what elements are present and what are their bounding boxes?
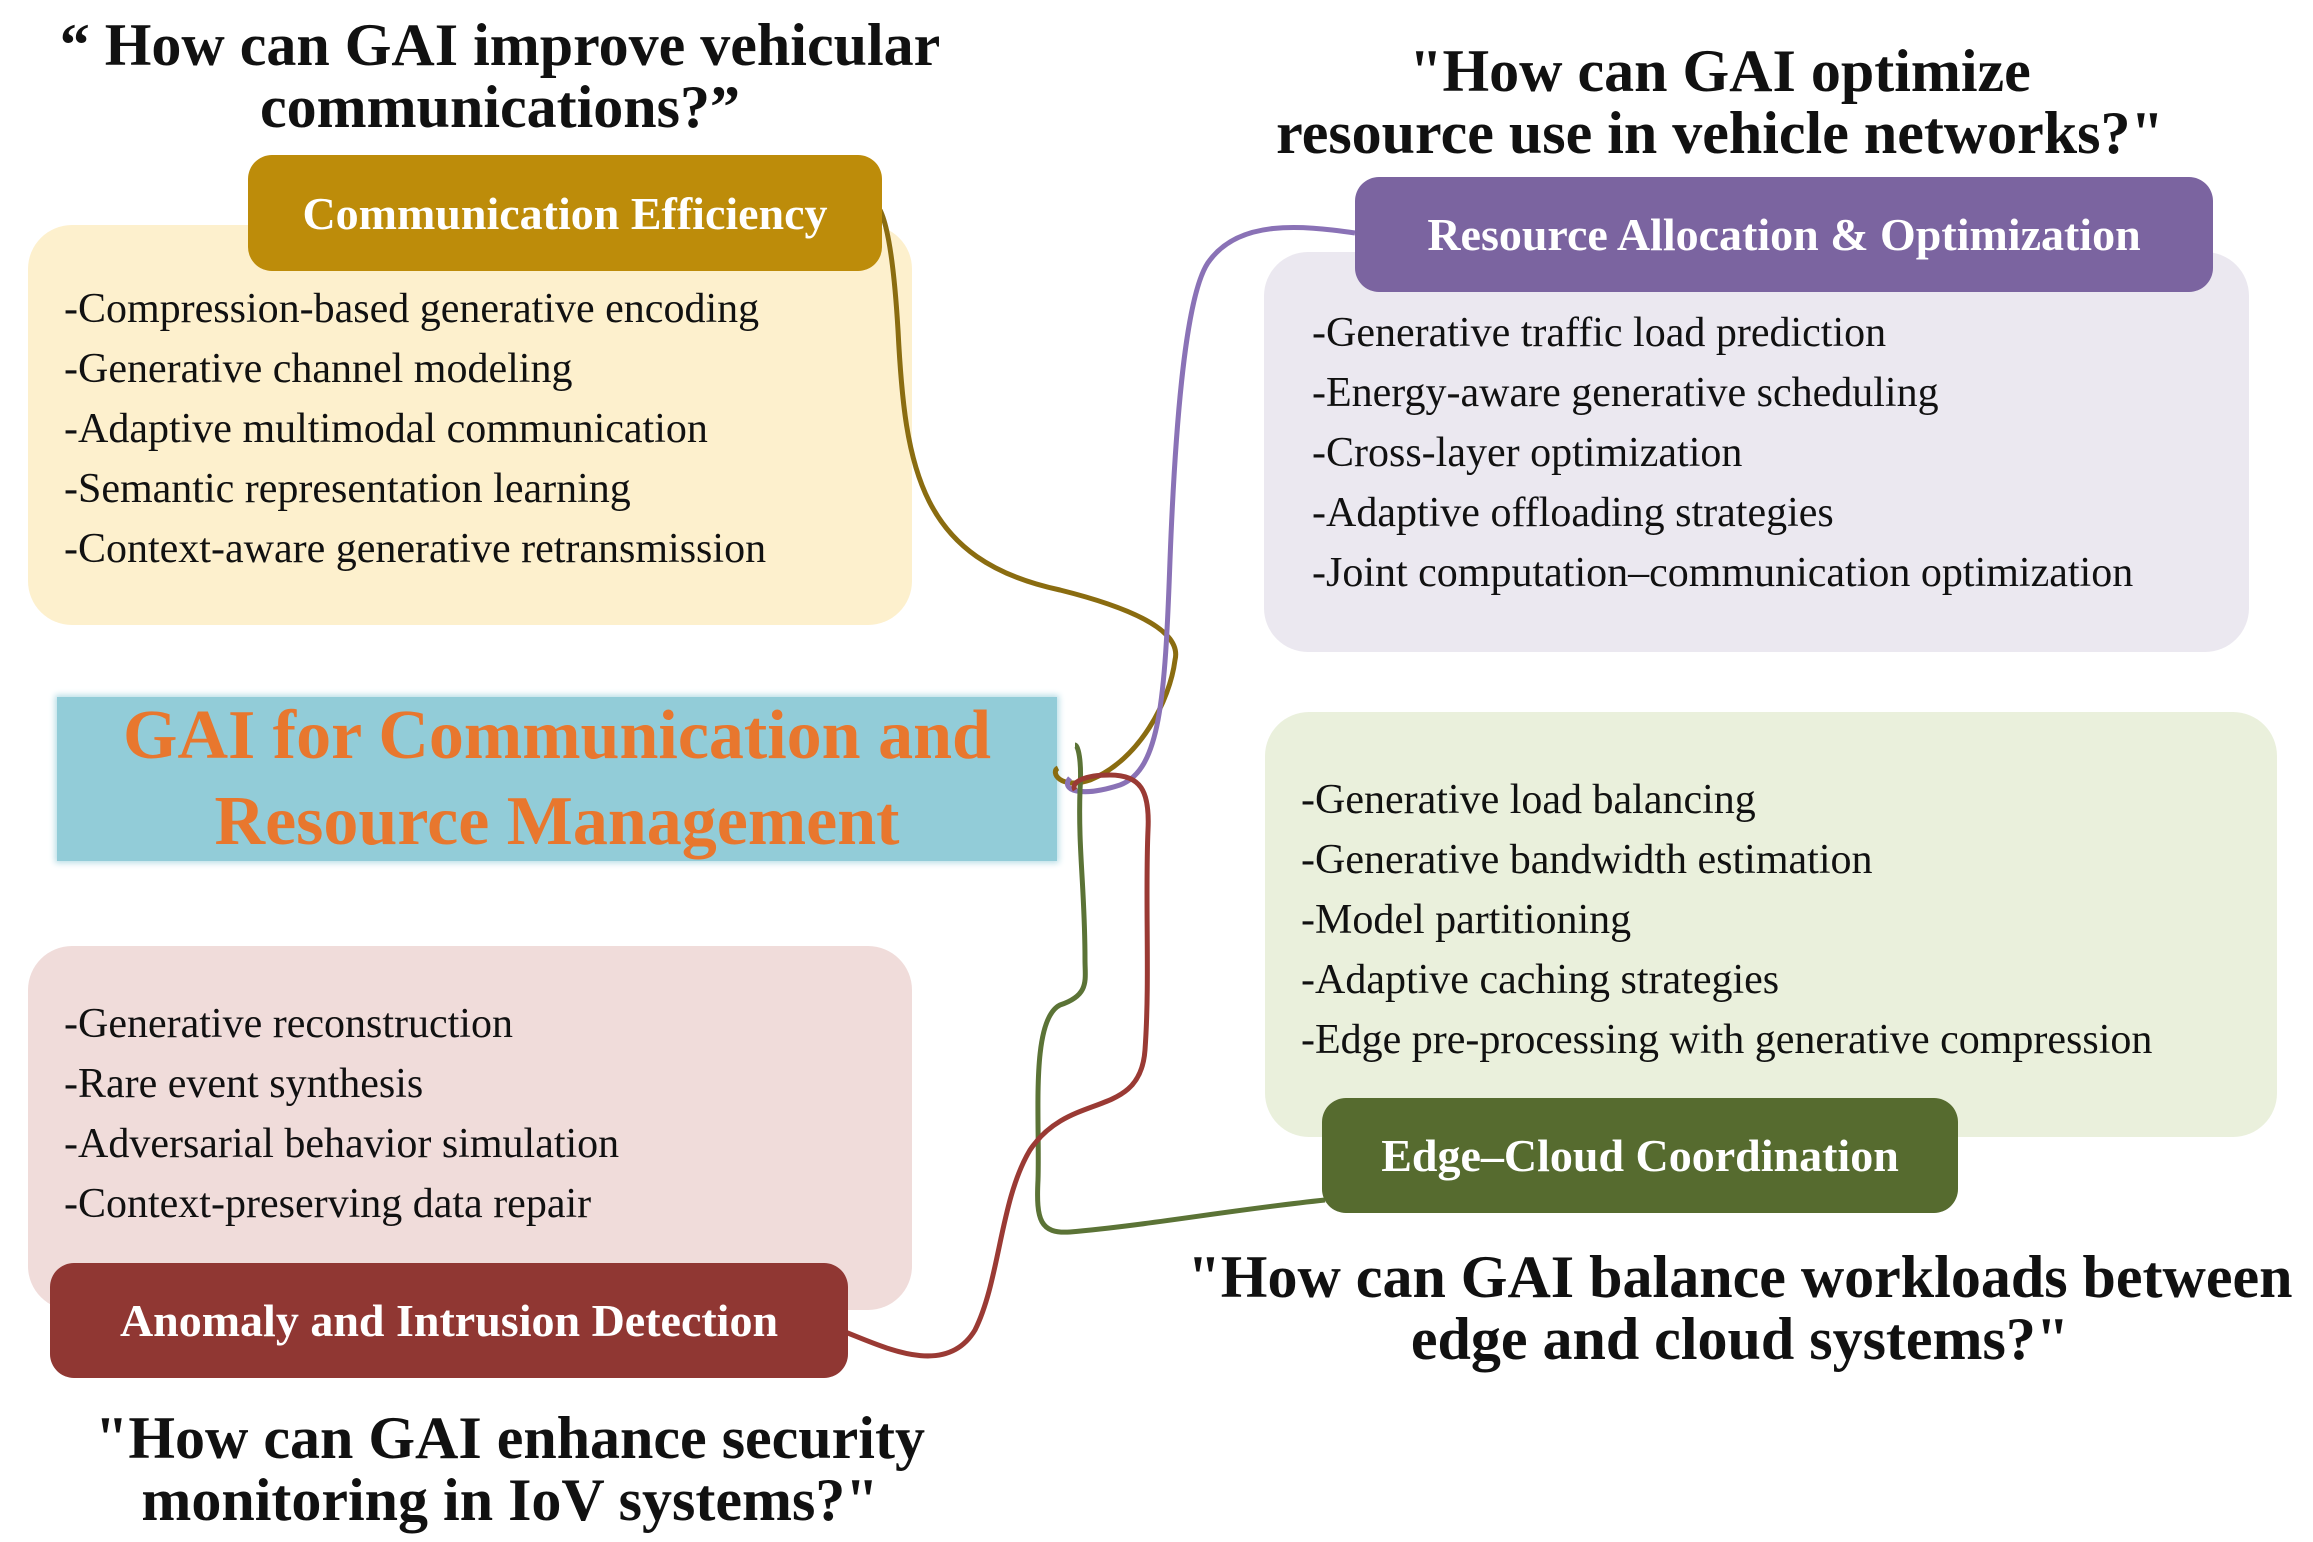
- list-item: -Adversarial behavior simulation: [64, 1121, 620, 1167]
- center-title-line2: Resource Management: [214, 783, 900, 860]
- question-edge: "How can GAI balance workloads between e…: [1180, 1246, 2300, 1370]
- question-resource-line1: "How can GAI optimize: [1409, 38, 2031, 104]
- question-resource: "How can GAI optimize resource use in ve…: [1220, 40, 2220, 164]
- list-item: -Generative reconstruction: [64, 1001, 513, 1047]
- list-item: -Generative traffic load prediction: [1312, 310, 1887, 356]
- list-item: -Adaptive multimodal communication: [64, 406, 708, 452]
- question-anomaly-line1: "How can GAI enhance security: [95, 1405, 925, 1471]
- pill-anomaly-detection: Anomaly and Intrusion Detection: [50, 1263, 848, 1378]
- pill-edge-cloud: Edge–Cloud Coordination: [1322, 1098, 1958, 1213]
- center-title-box: GAI for Communication and Resource Manag…: [57, 697, 1057, 861]
- list-item: -Adaptive caching strategies: [1301, 957, 1780, 1003]
- list-item: -Model partitioning: [1301, 897, 1632, 943]
- question-resource-line2: resource use in vehicle networks?": [1276, 100, 2164, 166]
- list-item: -Cross-layer optimization: [1312, 430, 1743, 476]
- list-item: -Adaptive offloading strategies: [1312, 490, 1834, 536]
- list-item: -Joint computation–communication optimiz…: [1312, 550, 2134, 596]
- list-resource: -Generative traffic load prediction -Ene…: [1312, 303, 2133, 603]
- list-anomaly: -Generative reconstruction -Rare event s…: [64, 994, 619, 1234]
- list-item: -Energy-aware generative scheduling: [1312, 370, 1939, 416]
- panel-edge: -Generative load balancing -Generative b…: [1265, 712, 2277, 1137]
- panel-resource: -Generative traffic load prediction -Ene…: [1264, 252, 2249, 652]
- pill-communication-efficiency: Communication Efficiency: [248, 155, 882, 271]
- panel-anomaly: -Generative reconstruction -Rare event s…: [28, 946, 912, 1310]
- list-item: -Generative channel modeling: [64, 346, 573, 392]
- list-item: -Edge pre-processing with generative com…: [1301, 1017, 2153, 1063]
- list-item: -Rare event synthesis: [64, 1061, 424, 1107]
- question-communication: “ How can GAI improve vehicular communic…: [20, 14, 980, 138]
- list-edge: -Generative load balancing -Generative b…: [1301, 770, 2152, 1070]
- question-communication-line2: communications?”: [260, 74, 740, 140]
- question-anomaly: "How can GAI enhance security monitoring…: [40, 1407, 980, 1531]
- list-item: -Context-preserving data repair: [64, 1181, 592, 1227]
- pill-resource-allocation: Resource Allocation & Optimization: [1355, 177, 2213, 292]
- panel-communication: -Compression-based generative encoding -…: [28, 225, 912, 625]
- list-communication: -Compression-based generative encoding -…: [64, 279, 766, 579]
- list-item: -Semantic representation learning: [64, 466, 631, 512]
- question-communication-line1: “ How can GAI improve vehicular: [59, 12, 941, 78]
- question-edge-line2: edge and cloud systems?": [1410, 1306, 2070, 1372]
- question-anomaly-line2: monitoring in IoV systems?": [141, 1467, 879, 1533]
- list-item: -Compression-based generative encoding: [64, 286, 760, 332]
- list-item: -Context-aware generative retransmission: [64, 526, 767, 572]
- question-edge-line1: "How can GAI balance workloads between: [1187, 1244, 2293, 1310]
- list-item: -Generative load balancing: [1301, 777, 1756, 823]
- center-title-line1: GAI for Communication and: [123, 697, 991, 774]
- list-item: -Generative bandwidth estimation: [1301, 837, 1873, 883]
